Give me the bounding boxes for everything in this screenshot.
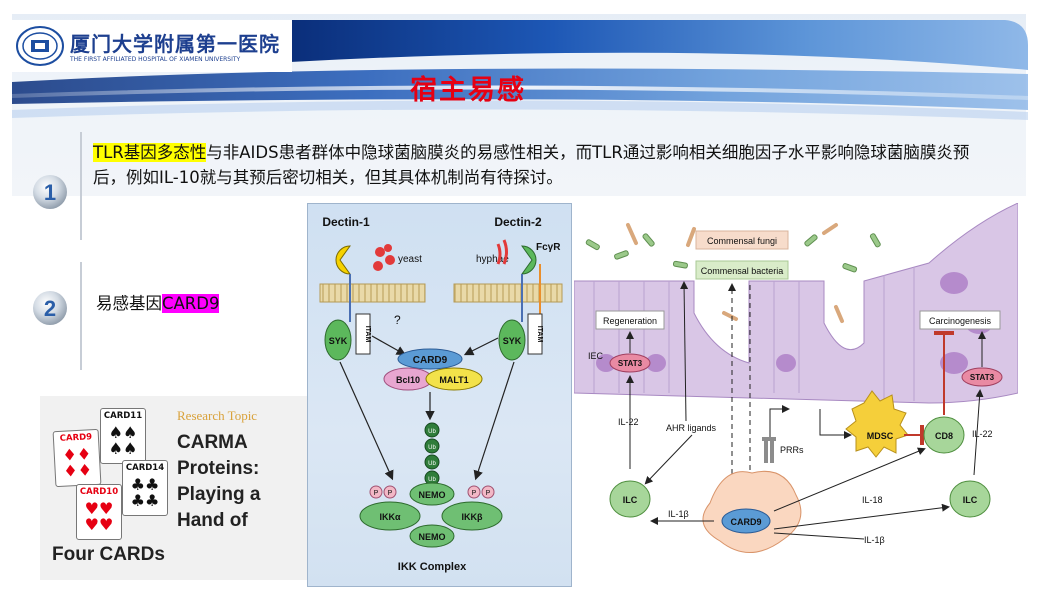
slide-title: 宿主易感 <box>410 75 526 106</box>
dectin-signaling-diagram: Dectin-1 Dectin-2 yeast ITAM SYK hyphae … <box>319 215 563 573</box>
svg-text:Carcinogenesis: Carcinogenesis <box>929 316 992 326</box>
banner-graphic <box>11 20 1029 120</box>
svg-text:IL-1β: IL-1β <box>864 535 885 545</box>
svg-text:P: P <box>472 490 477 497</box>
svg-text:ILC: ILC <box>623 495 638 505</box>
diamond-icon: ♦♦♦♦ <box>61 444 93 481</box>
card-11: CARD11 ♠♠♠♠ <box>100 408 146 464</box>
svg-text:ILC: ILC <box>963 495 978 505</box>
point-2-text: 易感基因CARD9 <box>96 290 220 314</box>
svg-text:2: 2 <box>44 296 56 321</box>
carma-subtitle: Four CARDs <box>52 544 165 565</box>
svg-text:Bcl10: Bcl10 <box>396 375 420 385</box>
hospital-emblem-icon <box>16 26 64 66</box>
svg-text:STAT3: STAT3 <box>970 373 995 382</box>
svg-text:Dectin-2: Dectin-2 <box>494 215 542 229</box>
svg-text:Dectin-1: Dectin-1 <box>322 215 370 229</box>
svg-text:MDSC: MDSC <box>867 431 894 441</box>
svg-text:Ub: Ub <box>428 461 436 467</box>
svg-text:IKK Complex: IKK Complex <box>398 561 467 573</box>
point-2-highlight: CARD9 <box>162 294 220 313</box>
svg-text:yeast: yeast <box>398 254 422 265</box>
hospital-name-cn: 厦门大学附属第一医院 <box>70 32 280 56</box>
svg-text:CARD9: CARD9 <box>413 355 448 366</box>
dectin2-receptor-icon <box>521 245 537 275</box>
svg-text:NEMO: NEMO <box>419 490 446 500</box>
svg-text:CARD9: CARD9 <box>730 517 761 527</box>
carma-title: CARMA Proteins: Playing a Hand of <box>177 432 261 531</box>
divider-line <box>80 132 82 240</box>
point-1-body: 与非AIDS患者群体中隐球菌脑膜炎的易感性相关，而TLR通过影响相关细胞因子水平… <box>93 143 970 187</box>
point-2-body: 易感基因 <box>96 294 162 313</box>
svg-text:FcγR: FcγR <box>536 242 561 253</box>
point-1-highlight: TLR基因多态性 <box>93 143 207 162</box>
svg-text:?: ? <box>394 313 401 327</box>
svg-text:CD8: CD8 <box>935 431 953 441</box>
svg-text:PRRs: PRRs <box>780 445 804 455</box>
svg-text:NEMO: NEMO <box>419 532 446 542</box>
svg-text:AHR ligands: AHR ligands <box>666 423 717 433</box>
svg-text:P: P <box>388 490 393 497</box>
gut-card9-figure: Commensal fungi Commensal bacteria Regen… <box>573 202 1019 587</box>
svg-text:SYK: SYK <box>503 336 522 346</box>
svg-text:IKKα: IKKα <box>379 512 400 522</box>
svg-text:Ub: Ub <box>428 445 436 451</box>
svg-text:IKKβ: IKKβ <box>462 512 483 522</box>
svg-text:IEC: IEC <box>588 351 604 361</box>
svg-text:Commensal bacteria: Commensal bacteria <box>701 266 784 276</box>
hospital-logo: 厦门大学附属第一医院 THE FIRST AFFILIATED HOSPITAL… <box>12 20 292 72</box>
svg-text:ITAM: ITAM <box>364 326 371 343</box>
svg-text:IL-22: IL-22 <box>972 429 993 439</box>
svg-text:Ub: Ub <box>428 429 436 435</box>
svg-text:hyphae: hyphae <box>476 254 509 265</box>
svg-text:P: P <box>486 490 491 497</box>
number-badge-icon: 1 <box>33 175 67 209</box>
svg-text:P: P <box>374 490 379 497</box>
svg-text:Commensal fungi: Commensal fungi <box>707 236 777 246</box>
svg-text:STAT3: STAT3 <box>618 359 643 368</box>
number-badge-icon: 2 <box>33 291 67 325</box>
research-topic-image: CARD9 ♦♦♦♦ CARD11 ♠♠♠♠ CARD14 ♣♣♣♣ CARD1… <box>40 396 312 580</box>
divider-line <box>80 262 82 370</box>
heart-icon: ♥♥♥♥ <box>84 499 114 534</box>
hospital-name-en: THE FIRST AFFILIATED HOSPITAL OF XIAMEN … <box>70 56 241 63</box>
point-1-text: TLR基因多态性与非AIDS患者群体中隐球菌脑膜炎的易感性相关，而TLR通过影响… <box>93 140 973 190</box>
ubiquitin-chain <box>424 422 440 486</box>
dectin1-receptor-icon <box>335 245 351 275</box>
research-topic-label: Research Topic <box>177 408 258 423</box>
svg-text:1: 1 <box>44 180 56 205</box>
club-icon: ♣♣♣♣ <box>130 475 160 510</box>
dectin-signaling-figure: Dectin-1 Dectin-2 yeast ITAM SYK hyphae … <box>307 203 572 587</box>
gut-card9-diagram: Commensal fungi Commensal bacteria Regen… <box>573 202 1019 553</box>
spade-icon: ♠♠♠♠ <box>108 423 138 458</box>
svg-text:SYK: SYK <box>329 336 348 346</box>
svg-text:Ub: Ub <box>428 477 436 483</box>
card-14: CARD14 ♣♣♣♣ <box>122 460 168 516</box>
card-9: CARD9 ♦♦♦♦ <box>52 428 102 488</box>
svg-text:IL-22: IL-22 <box>618 417 639 427</box>
svg-text:MALT1: MALT1 <box>439 375 468 385</box>
svg-text:IL-18: IL-18 <box>862 495 883 505</box>
card-10: CARD10 ♥♥♥♥ <box>76 484 122 540</box>
svg-text:Regeneration: Regeneration <box>603 316 657 326</box>
svg-text:ITAM: ITAM <box>536 326 543 343</box>
svg-text:IL-1β: IL-1β <box>668 509 689 519</box>
